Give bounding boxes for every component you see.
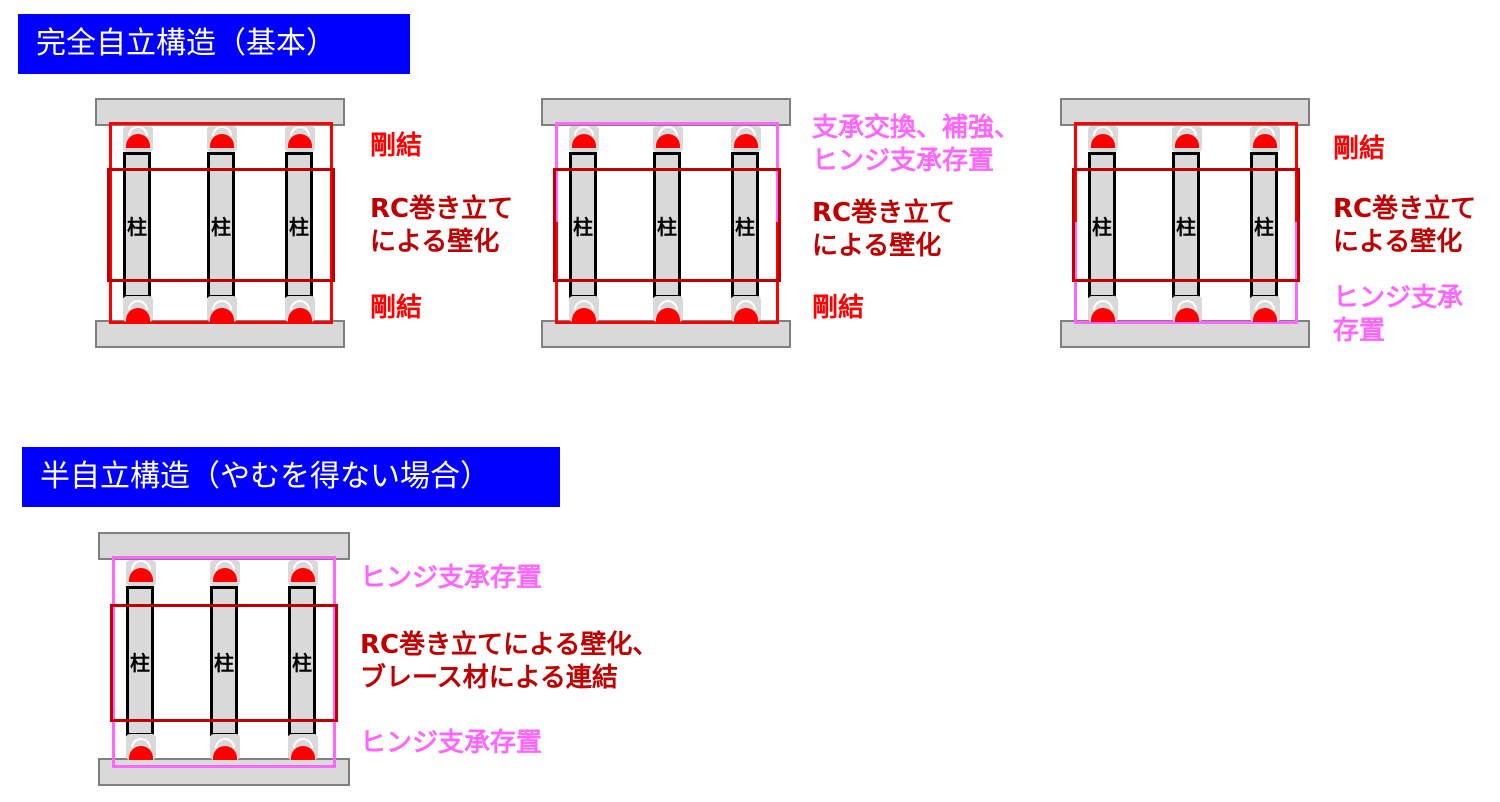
- bearing-icon: [285, 296, 315, 322]
- label-middle: RC巻き立て による壁化: [1333, 194, 1477, 257]
- rc-wall-outline: [1072, 168, 1300, 282]
- bearing-icon: [1250, 296, 1280, 322]
- bearing-icon: [1172, 126, 1202, 152]
- upper-slab: [98, 532, 350, 560]
- bearing-icon: [288, 560, 318, 586]
- lower-slab: [1060, 320, 1310, 348]
- section-header-full-self-supporting: 完全自立構造（基本）: [18, 14, 410, 74]
- upper-slab: [1060, 98, 1310, 126]
- rc-wall-outline: [110, 604, 338, 722]
- label-bottom: ヒンジ支承 存置: [1333, 283, 1464, 346]
- bearing-icon: [123, 126, 153, 152]
- bearing-icon: [1250, 126, 1280, 152]
- label-top: 剛結: [1333, 134, 1386, 164]
- bearing-icon: [1088, 296, 1118, 322]
- column: 柱: [731, 152, 759, 298]
- bearing-icon: [207, 296, 237, 322]
- column: 柱: [288, 586, 316, 736]
- label-bottom: 剛結: [812, 293, 865, 323]
- label-top: ヒンジ支承存置: [360, 563, 543, 593]
- column: 柱: [207, 152, 235, 298]
- bearing-icon: [569, 296, 599, 322]
- diagram-3: 柱 柱 柱: [1060, 98, 1320, 368]
- diagram-2: 柱 柱 柱: [541, 98, 801, 368]
- diagram-1: 柱 柱 柱: [95, 98, 355, 368]
- bearing-icon: [1172, 296, 1202, 322]
- bearing-icon: [653, 126, 683, 152]
- label-top: 剛結: [370, 131, 423, 161]
- rigid-frame-outline: [109, 122, 333, 324]
- lower-slab: [95, 320, 345, 348]
- hinge-frame-upper: [555, 122, 779, 222]
- label-middle: RC巻き立て による壁化: [370, 194, 514, 257]
- lower-slab: [541, 320, 791, 348]
- label-bottom: 剛結: [370, 293, 423, 323]
- column: 柱: [569, 152, 597, 298]
- bearing-icon: [123, 296, 153, 322]
- bearing-icon: [126, 734, 156, 760]
- hinge-frame-outline: [112, 556, 336, 768]
- column: 柱: [126, 586, 154, 736]
- column: 柱: [210, 586, 238, 736]
- rc-wall-outline: [107, 168, 335, 282]
- label-top: 支承交換、補強、 ヒンジ支承存置: [812, 113, 1021, 176]
- column: 柱: [653, 152, 681, 298]
- rigid-frame-upper: [1074, 122, 1298, 222]
- hinge-frame-lower: [1074, 222, 1298, 324]
- bearing-icon: [731, 126, 761, 152]
- bearing-icon: [126, 560, 156, 586]
- bearing-icon: [207, 126, 237, 152]
- bearing-icon: [1088, 126, 1118, 152]
- column: 柱: [1088, 152, 1116, 298]
- bearing-icon: [210, 734, 240, 760]
- bearing-icon: [210, 560, 240, 586]
- column: 柱: [285, 152, 313, 298]
- label-bottom: ヒンジ支承存置: [360, 728, 543, 758]
- diagram-4: 柱 柱 柱: [98, 532, 358, 802]
- upper-slab: [541, 98, 791, 126]
- bearing-icon: [288, 734, 318, 760]
- column: 柱: [123, 152, 151, 298]
- upper-slab: [95, 98, 345, 126]
- bearing-icon: [569, 126, 599, 152]
- label-middle: RC巻き立て による壁化: [812, 198, 956, 261]
- rigid-frame-lower: [555, 222, 779, 324]
- label-middle: RC巻き立てによる壁化、 ブレース材による連結: [360, 630, 659, 693]
- rc-wall-outline: [553, 168, 781, 282]
- bearing-icon: [731, 296, 761, 322]
- section-header-semi-self-supporting: 半自立構造（やむを得ない場合）: [22, 447, 560, 507]
- bearing-icon: [653, 296, 683, 322]
- bearing-icon: [285, 126, 315, 152]
